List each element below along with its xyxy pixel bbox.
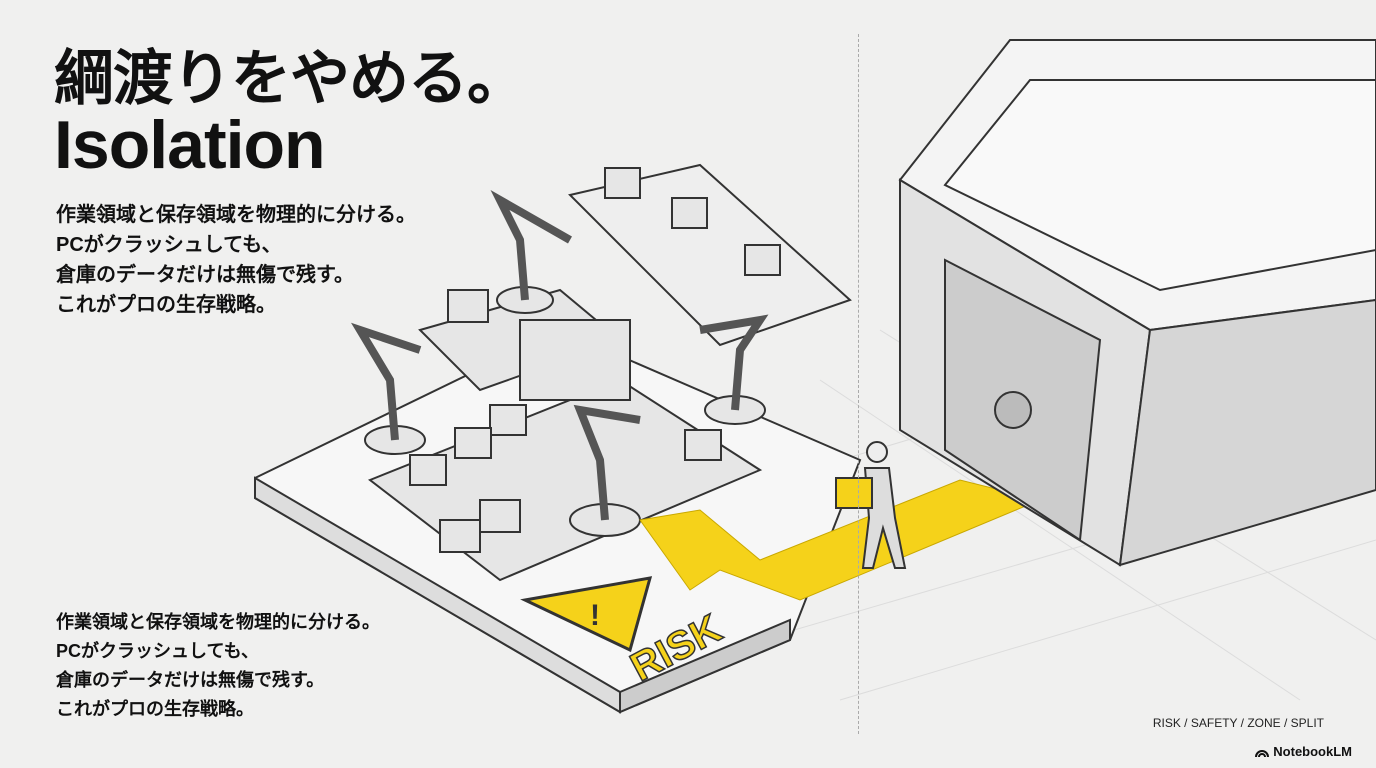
description-line: 倉庫のデータだけは無傷で残す。 [56,264,354,286]
svg-text:!: ! [590,599,600,632]
notebooklm-icon [1255,749,1270,757]
description-line: これがプロの生存戦略。 [56,294,276,316]
worker-figure [835,441,907,569]
brand-logo: NotebookLM [1255,744,1352,759]
description-line: 作業領域と保存領域を物理的に分ける。 [56,204,416,226]
description-upper: 作業領域と保存領域を物理的に分ける。 PCがクラッシュしても、 倉庫のデータだけ… [56,200,416,320]
description-lower: 作業領域と保存領域を物理的に分ける。 PCがクラッシュしても、 倉庫のデータだけ… [56,608,380,724]
title-japanese: 綱渡りをやめる。 [54,45,527,112]
title-english: Isolation [54,107,326,183]
vault [898,39,1376,567]
description-line: 倉庫のデータだけは無傷で残す。 [56,670,325,690]
description-line: これがプロの生存戦略。 [56,699,254,719]
brand-name: NotebookLM [1273,744,1352,759]
factory-machines [351,163,852,582]
page-title: 綱渡りをやめる。 Isolation [54,45,527,183]
section-divider [858,34,859,734]
footer-tags: RISK / SAFETY / ZONE / SPLIT [1152,716,1324,730]
description-line: 作業領域と保存領域を物理的に分ける。 [56,612,380,632]
description-line: PCがクラッシュしても、 [56,641,260,661]
data-box-icon [835,477,873,509]
description-line: PCがクラッシュしても、 [56,234,282,256]
